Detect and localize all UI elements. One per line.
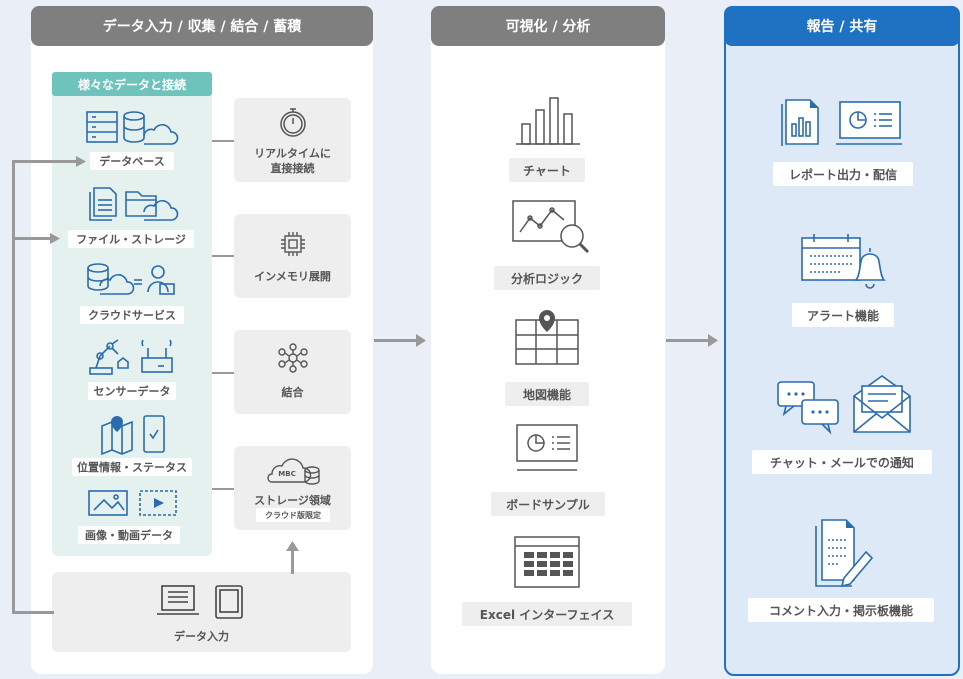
flow-arrow-head — [416, 334, 426, 347]
visualize-column: 可視化 / 分析 — [431, 6, 665, 674]
storage-label: ストレージ領域 — [254, 494, 331, 507]
stopwatch-icon — [280, 108, 306, 137]
feedback-line-file — [12, 237, 52, 240]
board-sample-label: ボードサンプル — [491, 492, 605, 516]
alert-feature-label: アラート機能 — [792, 303, 894, 327]
laptop-tablet-icon — [157, 585, 243, 619]
report-column-title: 報告 / 共有 — [724, 6, 960, 46]
excel-interface-label: Excel インターフェイス — [462, 602, 632, 626]
up-arrow-shaft — [291, 550, 294, 574]
up-arrow-head — [286, 541, 299, 551]
right-arrow-head — [76, 156, 86, 167]
analysis-logic-label: 分析ロジック — [494, 266, 600, 290]
cloud-service-icon — [87, 263, 175, 295]
storage-note-tag: クラウド版限定 — [256, 508, 330, 522]
network-nodes-icon — [278, 343, 308, 373]
realtime-label-line1: リアルタイムに — [254, 147, 331, 160]
source-image-video-label: 画像・動画データ — [78, 526, 180, 544]
file-folder-icon — [89, 187, 179, 221]
report-document-icon — [781, 99, 902, 146]
feedback-line-database — [12, 160, 78, 163]
flow-arrow-shaft — [374, 339, 418, 342]
database-cloud-icon — [86, 111, 179, 145]
calendar-bell-icon — [801, 234, 886, 289]
analysis-magnifier-icon — [512, 200, 590, 254]
collect-column-title: データ入力 / 収集 / 結合 / 蓄積 — [31, 6, 373, 46]
flow-arrow-shaft — [666, 339, 710, 342]
mbc-badge: MBC — [278, 470, 296, 478]
realtime-label-line2: 直接接続 — [270, 162, 315, 175]
source-cloud-service-label: クラウドサービス — [80, 306, 184, 324]
connector-line — [212, 488, 234, 490]
image-video-icon — [88, 490, 177, 516]
source-file-storage-label: ファイル・ストレージ — [68, 230, 194, 248]
join-label: 結合 — [281, 386, 304, 399]
sensor-robot-icon — [89, 339, 173, 375]
map-pin-icon — [515, 310, 579, 365]
connector-line — [212, 372, 234, 374]
data-sources-header: 様々なデータと接続 — [52, 72, 212, 96]
source-sensor-label: センサーデータ — [88, 382, 176, 400]
spreadsheet-icon — [514, 536, 580, 588]
source-location-label: 位置情報・ステータス — [72, 458, 192, 476]
chat-mail-icon — [777, 375, 911, 435]
bar-chart-icon — [516, 97, 580, 145]
chart-label: チャート — [509, 158, 585, 182]
source-database-label: データベース — [90, 152, 174, 170]
visualize-column-title: 可視化 / 分析 — [431, 6, 665, 46]
map-feature-label: 地図機能 — [505, 382, 589, 406]
dashboard-icon — [516, 424, 578, 471]
in-memory-label: インメモリ展開 — [254, 270, 331, 283]
feedback-line-vertical — [12, 160, 15, 613]
data-input-label: データ入力 — [174, 630, 229, 643]
right-arrow-head — [50, 233, 60, 244]
comment-board-label: コメント入力・掲示板機能 — [748, 598, 934, 622]
chat-mail-notify-label: チャット・メールでの通知 — [752, 450, 932, 474]
chip-icon — [281, 232, 305, 256]
data-input-box — [52, 572, 351, 652]
connector-line — [212, 255, 234, 257]
feedback-line-bottom — [12, 611, 54, 614]
report-output-label: レポート出力・配信 — [773, 162, 913, 186]
cloud-database-icon — [267, 458, 320, 485]
connector-line — [212, 140, 234, 142]
comment-document-icon — [815, 519, 874, 588]
flow-arrow-head — [708, 334, 718, 347]
map-tablet-icon — [101, 415, 165, 456]
